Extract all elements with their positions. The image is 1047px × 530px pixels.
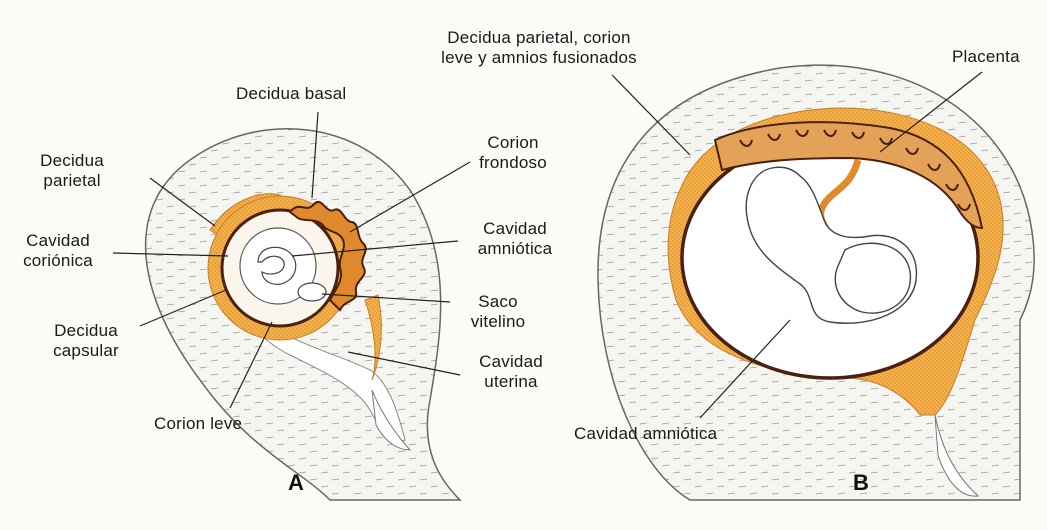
label-cavidad-uterina-line1: Cavidad	[464, 352, 558, 372]
uterus-a	[146, 129, 460, 500]
label-corion-frondoso-line2: frondoso	[468, 153, 558, 173]
label-decidua-parietal-line1: Decidua	[22, 151, 122, 171]
label-cavidad-uterina-line2: uterina	[464, 372, 558, 392]
label-cavidad-amniotica-a-line2: amniótica	[460, 239, 570, 259]
panel-letter-a: A	[288, 470, 304, 496]
label-decidua-capsular: Decidua capsular	[34, 321, 138, 361]
label-cavidad-amniotica-a-line1: Cavidad	[460, 219, 570, 239]
label-saco-vitelino: Saco vitelino	[453, 292, 543, 332]
label-decidua-fusion-line1: Decidua parietal, corion	[384, 28, 694, 48]
label-cavidad-amniotica-b: Cavidad amniótica	[574, 424, 717, 444]
label-corion-frondoso-line1: Corion	[468, 133, 558, 153]
label-placenta: Placenta	[952, 47, 1020, 67]
label-corion-leve: Corion leve	[154, 414, 242, 434]
label-decidua-capsular-line1: Decidua	[34, 321, 138, 341]
label-saco-vitelino-line2: vitelino	[453, 312, 543, 332]
label-saco-vitelino-line1: Saco	[453, 292, 543, 312]
label-cavidad-corionica-line2: coriónica	[6, 251, 110, 271]
label-decidua-fusion: Decidua parietal, corion leve y amnios f…	[384, 28, 694, 68]
label-cavidad-corionica-line1: Cavidad	[6, 231, 110, 251]
label-corion-frondoso: Corion frondoso	[468, 133, 558, 173]
label-cavidad-corionica: Cavidad coriónica	[6, 231, 110, 271]
label-cavidad-uterina: Cavidad uterina	[464, 352, 558, 392]
label-decidua-parietal-line2: parietal	[22, 171, 122, 191]
label-decidua-fusion-line2: leve y amnios fusionados	[384, 48, 694, 68]
label-cavidad-amniotica-a: Cavidad amniótica	[460, 219, 570, 259]
fetus-head-b	[835, 243, 910, 313]
panel-letter-b: B	[853, 470, 869, 496]
label-decidua-basal: Decidua basal	[236, 84, 346, 104]
label-decidua-parietal: Decidua parietal	[22, 151, 122, 191]
yolk-sac-a	[298, 283, 326, 301]
label-decidua-capsular-line2: capsular	[34, 341, 138, 361]
